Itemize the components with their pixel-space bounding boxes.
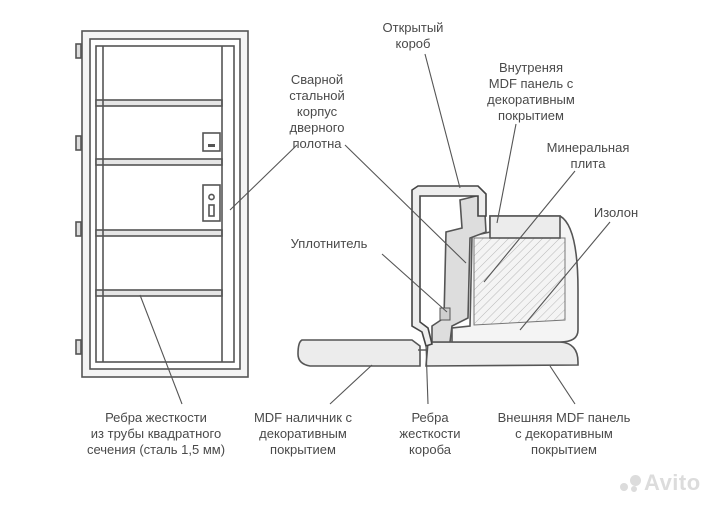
avito-watermark: Avito xyxy=(618,470,701,496)
upper-lock xyxy=(202,132,221,152)
label-outer-panel: Внешняя MDF панель с декоративным покрыт… xyxy=(497,410,631,457)
door-cross-section xyxy=(297,185,579,367)
leader-open-frame xyxy=(424,53,461,189)
lower-lock xyxy=(202,184,221,222)
label-mineral-plate: Минеральная плита xyxy=(546,140,630,171)
label-frame-stiffeners: Ребра жесткости короба xyxy=(399,410,461,457)
leader-welded-body xyxy=(344,144,467,264)
steel-body-profile xyxy=(431,195,487,343)
label-inner-panel: Внутреняя MDF панель с декоративным покр… xyxy=(487,60,575,123)
label-izolon: Изолон xyxy=(593,205,639,220)
inner-mdf-panel-shape xyxy=(489,215,561,239)
hinge xyxy=(75,43,82,59)
leader-frame-stiffeners xyxy=(425,345,429,405)
leader-mdf-trim xyxy=(329,364,373,405)
lower-lock-keyway xyxy=(208,204,215,217)
hinge xyxy=(75,221,82,237)
mdf-trim-shape xyxy=(297,339,421,367)
mineral-plate-shape xyxy=(473,237,566,326)
leader-mineral-plate xyxy=(483,170,576,283)
outer-mdf-panel-shape xyxy=(425,341,579,367)
label-seal: Уплотнитель xyxy=(290,236,368,251)
leader-seal xyxy=(381,253,448,313)
stiffener-rib xyxy=(95,229,223,237)
stiffener-rib xyxy=(95,289,223,297)
label-open-frame: Открытый короб xyxy=(382,20,444,51)
hinge xyxy=(75,339,82,355)
upper-lock-slot xyxy=(208,144,215,147)
door-front-view xyxy=(75,30,249,378)
stiffener-rib xyxy=(95,158,223,166)
lower-lock-hole xyxy=(208,193,215,201)
leader-stiffeners-pipe xyxy=(139,294,183,405)
avito-watermark-text: Avito xyxy=(644,470,701,495)
hinge xyxy=(75,135,82,151)
seal-shape xyxy=(439,307,451,321)
open-frame-profile xyxy=(411,185,487,348)
avito-dots-icon xyxy=(618,473,644,493)
label-welded-body: Сварной стальной корпус дверного полотна xyxy=(289,72,345,151)
stiffener-rib xyxy=(95,99,223,107)
leader-welded-body-door xyxy=(229,144,298,211)
leader-outer-panel xyxy=(549,365,576,405)
leader-inner-panel xyxy=(496,123,517,224)
label-stiffeners-pipe: Ребра жесткости из трубы квадратного сеч… xyxy=(86,410,226,457)
label-mdf-trim: MDF наличник с декоративным покрытием xyxy=(253,410,353,457)
leader-izolon xyxy=(519,221,611,331)
leader-lines xyxy=(139,53,611,405)
